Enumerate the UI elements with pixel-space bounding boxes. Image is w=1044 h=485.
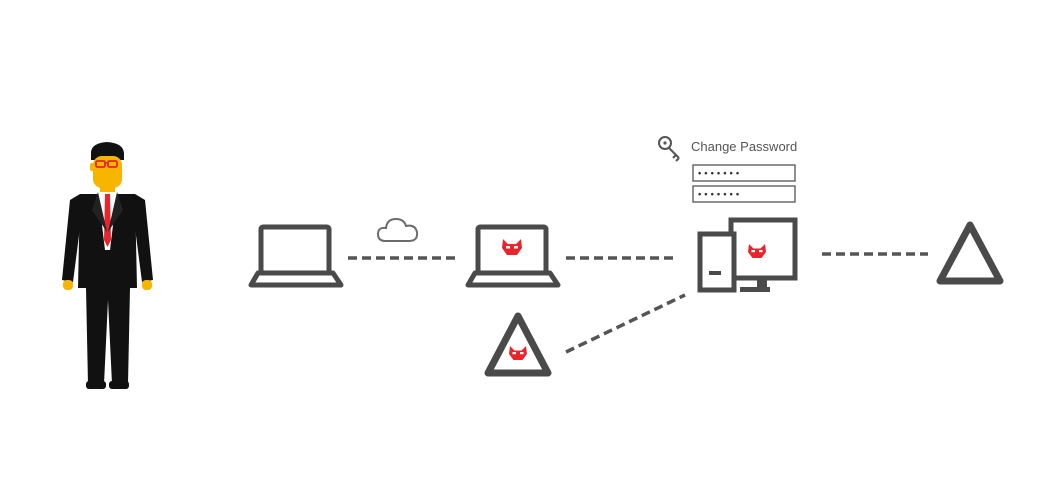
- glasses-icon: [95, 160, 118, 168]
- attacker-triangle-icon: [484, 312, 552, 377]
- password-field-1[interactable]: [692, 164, 796, 182]
- change-password-title: Change Password: [691, 139, 797, 154]
- password-field-2[interactable]: [692, 185, 796, 203]
- connector-attacker-to-workstation: [565, 293, 686, 354]
- threat-mask-icon: [502, 239, 522, 255]
- business-person-icon: [62, 142, 153, 389]
- cloud-icon: [376, 217, 419, 242]
- target-triangle-icon: [936, 221, 1004, 285]
- password-field-2-value: •••••••: [697, 191, 741, 201]
- key-icon: [658, 136, 680, 162]
- infected-laptop-icon: [465, 224, 561, 288]
- threat-mask-icon: [509, 346, 527, 360]
- infected-workstation-icon: [697, 217, 798, 293]
- laptop-icon: [248, 224, 344, 288]
- threat-mask-icon: [748, 244, 766, 258]
- password-field-1-value: •••••••: [697, 170, 741, 180]
- change-password-panel: Change Password ••••••• •••••••: [658, 136, 797, 203]
